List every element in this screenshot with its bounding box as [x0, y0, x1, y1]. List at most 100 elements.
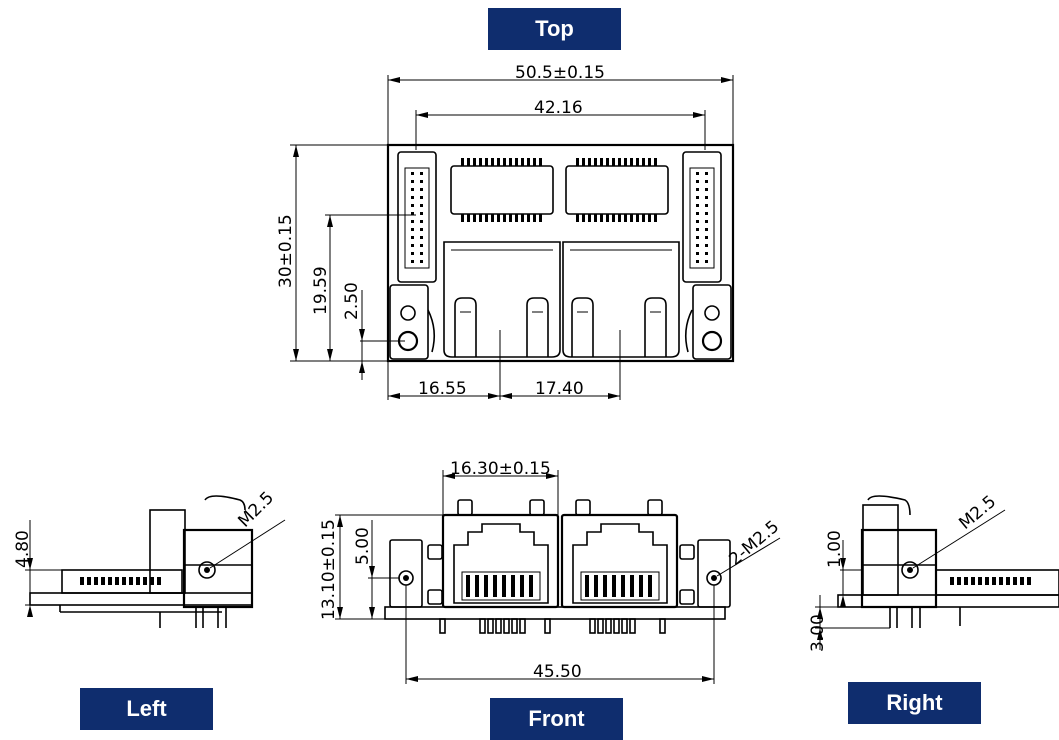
header-pin [705, 252, 708, 255]
header-pin [705, 172, 708, 175]
header-pin [420, 244, 423, 247]
ic-leg [624, 214, 627, 222]
side-tooth [1006, 577, 1010, 585]
ic-leg [521, 214, 524, 222]
header-pin [705, 228, 708, 231]
front-port-right [560, 513, 679, 609]
contact-pin [594, 575, 598, 597]
ic-leg [539, 214, 542, 222]
header-pin [696, 204, 699, 207]
ic-leg [606, 214, 609, 222]
contact-pin [493, 575, 497, 597]
side-tooth [957, 577, 961, 585]
header-pin [420, 212, 423, 215]
header-pin [696, 220, 699, 223]
side-tooth [964, 577, 968, 585]
header-pin [696, 244, 699, 247]
header-pin [696, 172, 699, 175]
ic-leg [521, 158, 524, 166]
ic-leg [467, 214, 470, 222]
header-pin [705, 220, 708, 223]
ic-leg [582, 158, 585, 166]
contact-pin [612, 575, 616, 597]
bottom-pin [621, 618, 628, 634]
ic-leg [648, 214, 651, 222]
ic-leg [503, 158, 506, 166]
dim-top-inner: 42.16 [534, 98, 583, 118]
ic-leg [527, 158, 530, 166]
ic-leg [654, 158, 657, 166]
side-tooth [94, 577, 98, 585]
dim-top-height: 30±0.15 [276, 214, 296, 288]
header-pin [696, 196, 699, 199]
header-pin [420, 188, 423, 191]
side-tooth [971, 577, 975, 585]
header-pin [420, 260, 423, 263]
header-pin [696, 252, 699, 255]
dim-top-hole-small: 2.50 [342, 282, 362, 320]
header-pin [705, 260, 708, 263]
ic-leg [539, 158, 542, 166]
dim-front-height: 13.10±0.15 [319, 519, 339, 620]
header-pin [411, 212, 414, 215]
front-view: 16.30±0.15 13.10±0.15 5.00 2-M2.5 45.50 [319, 459, 783, 684]
bottom-pin [487, 618, 494, 634]
contact-pin [502, 575, 506, 597]
header-pin [696, 228, 699, 231]
side-tooth [129, 577, 133, 585]
ic-leg [636, 158, 639, 166]
dim-top-width: 50.5±0.15 [515, 63, 605, 83]
ic-leg [473, 158, 476, 166]
header-pin [411, 172, 414, 175]
left-view: M2.5 4.80 [13, 488, 286, 628]
port-latch [526, 297, 549, 357]
header-pin [411, 252, 414, 255]
bottom-pin [519, 618, 526, 634]
top-left-ear [389, 284, 429, 360]
dim-left-height: 4.80 [13, 530, 33, 568]
top-view: 50.5±0.15 42.16 [276, 63, 735, 400]
header-pin [420, 220, 423, 223]
header-pin [705, 204, 708, 207]
ic-leg [491, 158, 494, 166]
ic-leg [606, 158, 609, 166]
ic-leg [485, 158, 488, 166]
ic-leg [497, 214, 500, 222]
ic-leg [648, 158, 651, 166]
header-pin [696, 188, 699, 191]
bottom-pin [439, 618, 446, 634]
ic-leg [576, 214, 579, 222]
header-pin [705, 196, 708, 199]
front-port-left [441, 513, 560, 609]
top-right-ear [692, 284, 732, 360]
dim-top-hole-offset: 19.59 [311, 266, 331, 315]
ic-leg [485, 214, 488, 222]
ic-leg [642, 214, 645, 222]
contact-pin [603, 575, 607, 597]
side-tooth [1020, 577, 1024, 585]
ic-leg [642, 158, 645, 166]
bottom-pin [511, 618, 518, 634]
side-tooth [87, 577, 91, 585]
header-pin [420, 196, 423, 199]
bottom-pin [589, 618, 596, 634]
ic-leg [588, 214, 591, 222]
header-pin [411, 204, 414, 207]
dim-right-offset-bottom: 3.00 [808, 614, 828, 652]
top-outline [386, 143, 735, 363]
ic-leg [600, 158, 603, 166]
side-tooth [992, 577, 996, 585]
side-tooth [150, 577, 154, 585]
ic-leg [594, 158, 597, 166]
view-label-top: Top [488, 8, 621, 50]
header-pin [705, 180, 708, 183]
ic-leg [618, 158, 621, 166]
ic-leg [491, 214, 494, 222]
side-tooth [985, 577, 989, 585]
side-tooth [80, 577, 84, 585]
ic-leg [636, 214, 639, 222]
ic-leg [515, 158, 518, 166]
ic-leg [479, 158, 482, 166]
bottom-pin [544, 618, 551, 634]
ic-chip-right [565, 165, 669, 215]
